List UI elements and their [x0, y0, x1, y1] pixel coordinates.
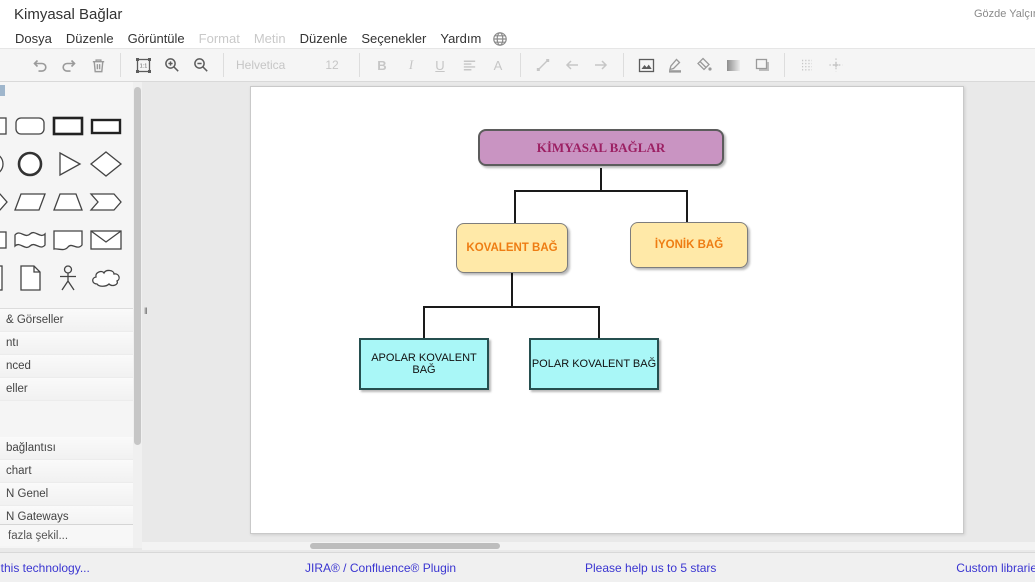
- menu-duzenle[interactable]: Düzenle: [65, 31, 114, 46]
- shape-cloud[interactable]: [88, 264, 124, 292]
- edge-root-down: [600, 168, 602, 192]
- horizontal-align-icon[interactable]: [459, 55, 479, 75]
- actual-size-icon[interactable]: 1:1: [133, 55, 153, 75]
- arrow-right-icon[interactable]: [591, 55, 611, 75]
- shape-parallelogram[interactable]: [12, 188, 48, 216]
- footer-link-technology[interactable]: t this technology...: [0, 561, 90, 575]
- node-kovalent-bag[interactable]: KOVALENT BAĞ: [456, 223, 568, 273]
- section-advanced[interactable]: nced: [0, 355, 133, 378]
- footer: t this technology... JIRA® / Confluence®…: [0, 552, 1035, 582]
- shape-page-clipped[interactable]: [0, 264, 10, 292]
- header: Kimyasal Bağlar Gözde Yalçın Dosya Düzen…: [0, 0, 1035, 48]
- shape-triangle[interactable]: [50, 150, 86, 178]
- shape-bold-rectangle[interactable]: [50, 112, 86, 140]
- toolbar: 1:1 Helvetica 12 B I U A: [0, 48, 1035, 82]
- node-polar-kovalent-bag[interactable]: POLAR KOVALENT BAĞ: [529, 338, 659, 390]
- font-color-icon[interactable]: A: [493, 57, 503, 73]
- sidebar-collapse-handle[interactable]: ‖: [144, 306, 149, 316]
- document-title[interactable]: Kimyasal Bağlar: [14, 6, 123, 23]
- node-iyonik-bag[interactable]: İYONİK BAĞ: [630, 222, 748, 268]
- bold-icon[interactable]: B: [377, 57, 387, 73]
- menu-yardim[interactable]: Yardım: [440, 31, 482, 46]
- shape-wave[interactable]: [12, 226, 48, 254]
- user-name: Gözde Yalçın: [973, 8, 1035, 20]
- footer-link-rate-us[interactable]: Please help us to 5 stars: [585, 561, 717, 575]
- section-bpmn-genel[interactable]: N Genel: [0, 483, 133, 506]
- shape-bold-rectangle-2[interactable]: [88, 112, 124, 140]
- grid-icon[interactable]: [797, 55, 817, 75]
- menu-secenekler[interactable]: Seçenekler: [361, 31, 427, 46]
- shape-rounded-rectangle[interactable]: [12, 112, 48, 140]
- shape-circle-clipped[interactable]: [0, 150, 10, 178]
- shape-document[interactable]: [50, 226, 86, 254]
- redo-icon[interactable]: [59, 55, 79, 75]
- shape-diamond[interactable]: [88, 150, 124, 178]
- shape-chevron[interactable]: [88, 188, 124, 216]
- shape-envelope[interactable]: [88, 226, 124, 254]
- shape-rectangle-clipped[interactable]: [0, 112, 10, 140]
- image-icon[interactable]: [636, 55, 656, 75]
- section-nti[interactable]: ntı: [0, 332, 133, 355]
- shape-chevron-clipped[interactable]: [0, 188, 10, 216]
- shape-thick-circle[interactable]: [12, 150, 48, 178]
- zoom-out-icon[interactable]: [191, 55, 211, 75]
- more-shapes-button[interactable]: fazla şekil...: [0, 524, 133, 546]
- section-eller[interactable]: eller: [0, 378, 133, 401]
- zoom-in-icon[interactable]: [162, 55, 182, 75]
- canvas-horizontal-scrollbar[interactable]: [142, 542, 1035, 550]
- section-chart[interactable]: chart: [0, 460, 133, 483]
- palette-sections: & Görseller ntı nced eller bağlantısı ch…: [0, 308, 133, 529]
- italic-icon[interactable]: I: [408, 57, 414, 72]
- edge-to-apolar: [423, 306, 425, 340]
- shape-palette: & Görseller ntı nced eller bağlantısı ch…: [0, 82, 133, 548]
- arrow-left-icon[interactable]: [562, 55, 582, 75]
- shape-grid: [0, 112, 133, 292]
- shape-rectangle-clipped-2[interactable]: [0, 226, 10, 254]
- workspace: & Görseller ntı nced eller bağlantısı ch…: [0, 82, 1035, 552]
- section-baglantisi[interactable]: bağlantısı: [0, 437, 133, 460]
- menu-dosya[interactable]: Dosya: [15, 31, 52, 46]
- shadow-icon[interactable]: [752, 55, 772, 75]
- section-gorseller[interactable]: & Görseller: [0, 309, 133, 332]
- edge-to-polar: [598, 306, 600, 340]
- menu-format: Format: [198, 31, 240, 46]
- section-spacer: [0, 401, 133, 437]
- language-globe-icon[interactable]: [492, 31, 508, 47]
- svg-text:1:1: 1:1: [139, 63, 147, 69]
- gradient-icon[interactable]: [723, 55, 743, 75]
- edge-to-kovalent: [514, 190, 516, 225]
- sidebar-scrollbar-thumb[interactable]: [134, 87, 141, 445]
- guides-icon[interactable]: [826, 55, 846, 75]
- shape-trapezoid[interactable]: [50, 188, 86, 216]
- footer-link-jira-plugin[interactable]: JIRA® / Confluence® Plugin: [305, 561, 457, 575]
- undo-icon[interactable]: [30, 55, 50, 75]
- node-apolar-kovalent-bag[interactable]: APOLAR KOVALENT BAĞ: [359, 338, 489, 390]
- edge-root-horizontal: [514, 190, 688, 192]
- sidebar-scrollbar[interactable]: [133, 82, 142, 548]
- menu-goruntule[interactable]: Görüntüle: [127, 31, 185, 46]
- line-icon[interactable]: [533, 55, 553, 75]
- line-color-icon[interactable]: [665, 55, 685, 75]
- canvas-horizontal-scrollbar-thumb[interactable]: [310, 543, 500, 549]
- shape-actor[interactable]: [50, 264, 86, 292]
- menu-metin: Metin: [253, 31, 286, 46]
- drawing-page[interactable]: KİMYASAL BAĞLAR KOVALENT BAĞ İYONİK BAĞ …: [250, 86, 964, 534]
- edge-kovalent-down: [511, 273, 513, 308]
- underline-icon[interactable]: U: [435, 57, 445, 73]
- font-family-select[interactable]: Helvetica: [236, 58, 286, 72]
- section-bpmn-gateways[interactable]: N Gateways: [0, 506, 133, 529]
- edge-to-iyonik: [686, 190, 688, 224]
- fill-color-icon[interactable]: [694, 55, 714, 75]
- menu-duzenle-2[interactable]: Düzenle: [299, 31, 348, 46]
- edge-kovalent-horizontal: [423, 306, 600, 308]
- node-kimyasal-baglar[interactable]: KİMYASAL BAĞLAR: [478, 129, 724, 166]
- shape-page-folded[interactable]: [12, 264, 48, 292]
- menubar: Dosya Düzenle Görüntüle Format Metin Düz…: [8, 29, 508, 48]
- delete-icon[interactable]: [88, 55, 108, 75]
- font-size-select[interactable]: 12: [325, 58, 339, 72]
- footer-link-custom-libraries[interactable]: Custom libraries: [956, 561, 1035, 575]
- clipped-element: [0, 85, 5, 96]
